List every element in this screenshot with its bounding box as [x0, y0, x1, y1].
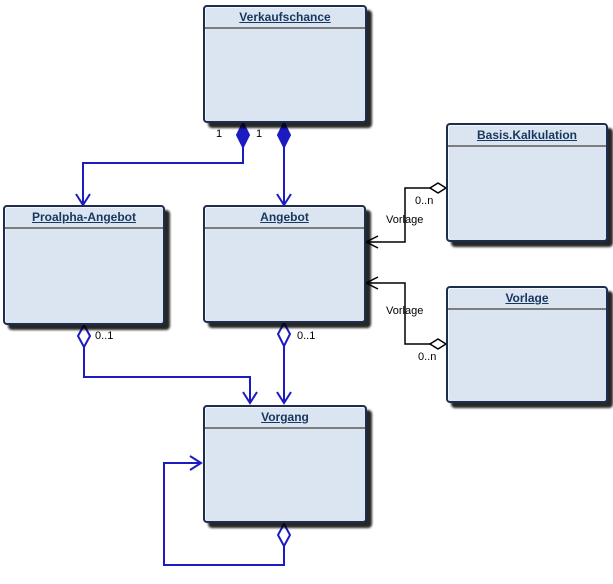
- multiplicity-label-verkaufschance-proalpha: 1: [216, 128, 223, 140]
- class-box-vorlage[interactable]: Vorlage: [446, 286, 608, 403]
- connector-line: [367, 282, 430, 345]
- multiplicity-label-basiskalkulation: 0..n: [415, 195, 434, 207]
- class-title-verkaufschance: Verkaufschance: [205, 7, 365, 29]
- class-title-vorgang: Vorgang: [205, 407, 365, 429]
- class-body-vorgang: [205, 429, 365, 521]
- relationship-verkaufschance-angebot: [276, 120, 292, 207]
- relationship-angebot-vorgang: [276, 320, 292, 405]
- class-box-proalpha-angebot[interactable]: Proalpha-Angebot: [3, 205, 165, 325]
- relationship-vorgang-self: [163, 455, 292, 566]
- class-body-vorlage: [448, 310, 606, 401]
- role-label-vorlage-basiskalkulation: Vorlage: [386, 214, 424, 226]
- connector-line: [163, 462, 285, 566]
- class-box-angebot[interactable]: Angebot: [203, 205, 366, 323]
- class-title-angebot: Angebot: [205, 207, 364, 229]
- class-title-proalpha-angebot: Proalpha-Angebot: [5, 207, 163, 229]
- aggregation-diamond-icon: [428, 338, 448, 350]
- class-body-angebot: [205, 229, 364, 321]
- connector-line: [83, 347, 251, 402]
- relationship-proalpha-vorgang: [76, 322, 258, 405]
- class-body-proalpha-angebot: [5, 229, 163, 323]
- aggregation-diamond-icon: [76, 322, 92, 350]
- composition-diamond-icon: [235, 120, 251, 150]
- class-body-verkaufschance: [205, 29, 365, 121]
- relationship-basiskalkulation-angebot: [364, 182, 448, 249]
- relationship-vorlage-angebot: [364, 276, 448, 350]
- multiplicity-label-vorlage: 0..n: [418, 351, 437, 363]
- composition-diamond-icon: [276, 120, 292, 150]
- open-arrowhead-icon: [276, 391, 292, 405]
- class-title-basis-kalkulation: Basis.Kalkulation: [448, 125, 606, 147]
- relationship-verkaufschance-proalpha: [75, 120, 251, 207]
- connector-line: [82, 147, 244, 204]
- class-box-verkaufschance[interactable]: Verkaufschance: [203, 5, 367, 123]
- multiplicity-label-verkaufschance-angebot: 1: [256, 128, 263, 140]
- role-label-vorlage-vorlage: Vorlage: [386, 305, 424, 317]
- aggregation-diamond-icon: [428, 182, 448, 194]
- open-arrowhead-icon: [364, 276, 379, 290]
- open-arrowhead-icon: [242, 391, 258, 405]
- open-arrowhead-icon: [364, 235, 379, 249]
- open-arrowhead-icon: [189, 455, 203, 471]
- class-title-vorlage: Vorlage: [448, 288, 606, 310]
- connector-line: [367, 187, 430, 243]
- aggregation-diamond-icon: [276, 521, 292, 549]
- multiplicity-label-proalpha-vorgang: 0..1: [95, 330, 114, 342]
- aggregation-diamond-icon: [276, 320, 292, 349]
- class-box-vorgang[interactable]: Vorgang: [203, 405, 367, 523]
- class-body-basis-kalkulation: [448, 147, 606, 240]
- class-box-basis-kalkulation[interactable]: Basis.Kalkulation: [446, 123, 608, 242]
- multiplicity-label-angebot-vorgang: 0..1: [297, 330, 316, 342]
